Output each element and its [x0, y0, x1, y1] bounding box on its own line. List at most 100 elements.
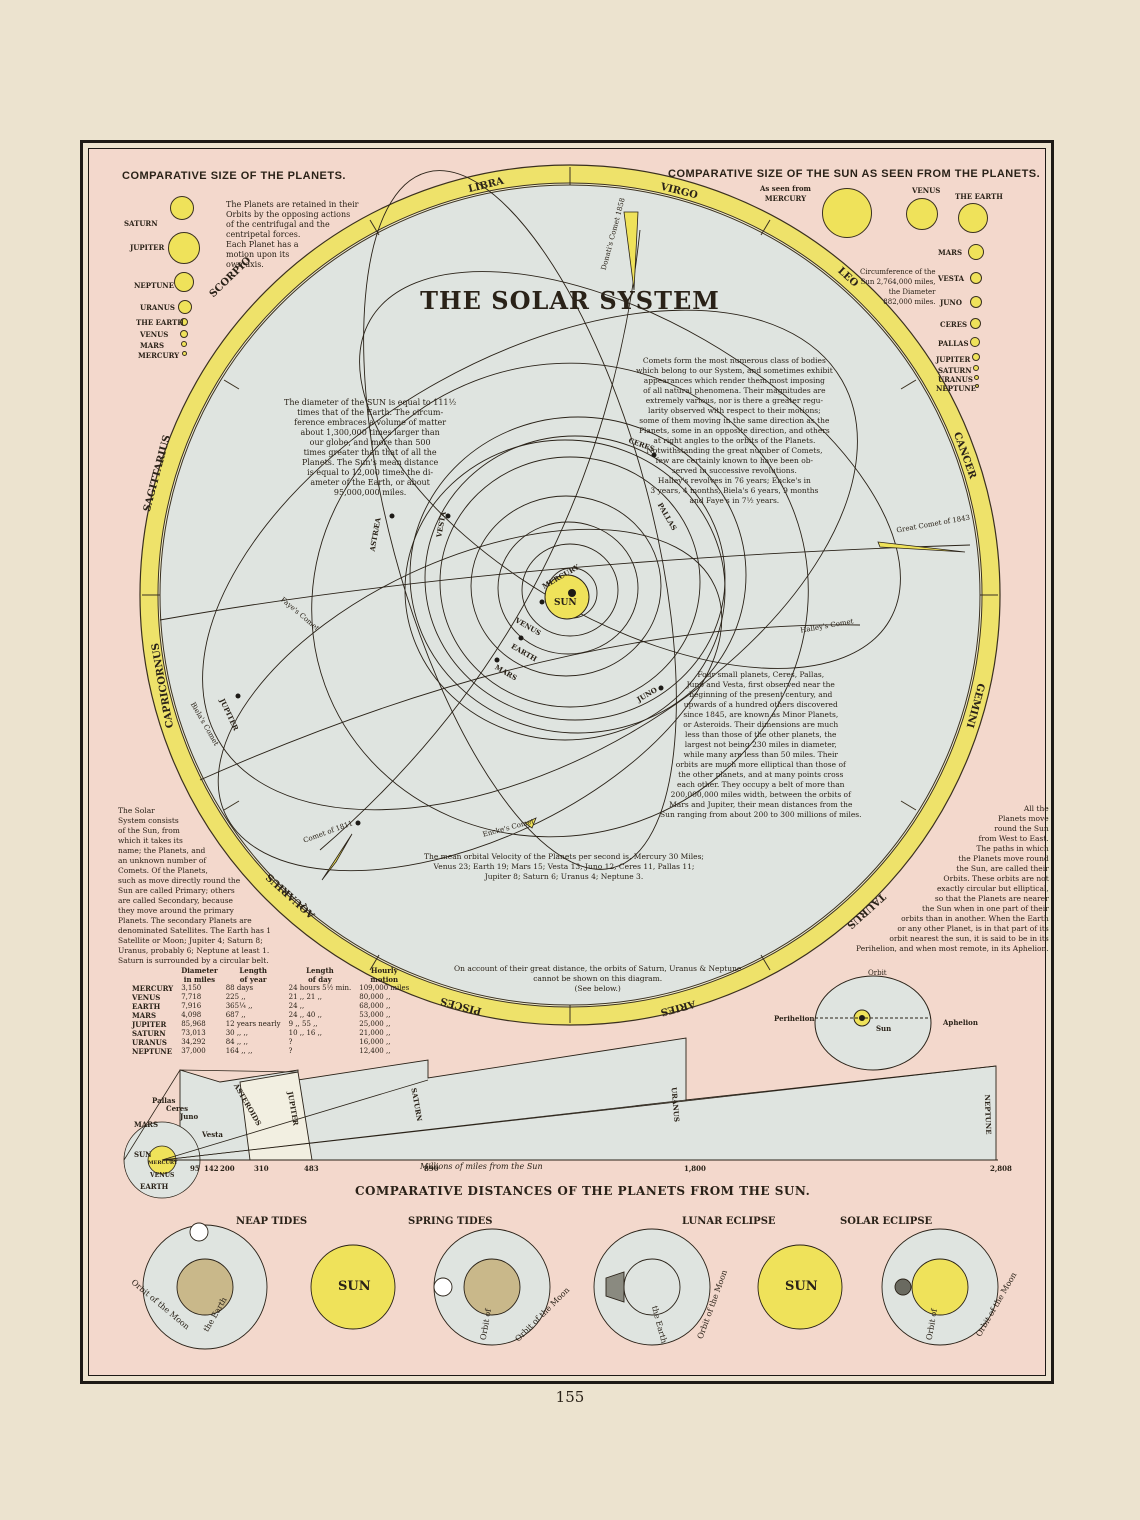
table-cell: 73,013	[181, 1029, 206, 1037]
hub-label: VENUS	[150, 1172, 175, 1179]
table-header: Diameter in miles	[181, 966, 218, 984]
outer-frame	[80, 140, 1054, 1384]
planet-label: VENUS	[140, 330, 169, 339]
table-cell: 85,968	[181, 1020, 206, 1028]
distance-tick: 310	[254, 1164, 269, 1173]
sun-from-mars	[968, 244, 984, 260]
table-cell: 80,000 ,,	[359, 993, 391, 1001]
sun-label: SUN	[554, 598, 577, 608]
table-cell: 21,000 ,,	[359, 1029, 391, 1037]
mercury-circle	[182, 351, 187, 356]
sun-from-jupiter	[972, 353, 980, 361]
table-cell: 7,718	[181, 993, 202, 1001]
view-label: SATURN	[938, 366, 972, 375]
sun-from-venus	[906, 198, 938, 230]
table-cell: 4,098	[181, 1011, 202, 1019]
planets-move-note: All the Planets move round the Sun from …	[856, 804, 1049, 953]
table-cell: 30 ,, ,,	[225, 1029, 248, 1037]
planet-label: URANUS	[140, 303, 175, 312]
sun-from-saturn	[973, 365, 979, 371]
band-label: Ceres	[166, 1104, 189, 1113]
planet-label: THE EARTH	[136, 318, 184, 327]
table-cell: 365¼ ,,	[225, 1002, 253, 1010]
neap-tides-label: NEAP TIDES	[236, 1216, 308, 1227]
table-cell: 24 ,, 40 ,,	[288, 1011, 323, 1019]
venus-view-label: VENUS	[912, 186, 941, 195]
table-cell: 3,150	[181, 984, 202, 992]
planet-label: MARS	[140, 341, 165, 350]
sun-from-mercury	[822, 188, 872, 238]
table-cell: 24 hours 5½ min.	[288, 984, 352, 992]
table-cell: SATURN	[132, 1029, 166, 1038]
band-label: Juno	[180, 1112, 199, 1121]
distance-axis-label: Millions of miles from the Sun	[420, 1162, 543, 1171]
view-label: CERES	[940, 320, 968, 329]
planet-label: SATURN	[124, 219, 158, 228]
table-cell: JUPITER	[132, 1020, 167, 1029]
table-header: Length of day	[306, 966, 334, 984]
table-cell: VENUS	[132, 993, 161, 1002]
table-cell: 687 ,,	[225, 1011, 246, 1019]
table-cell: 164 ,, ,,	[225, 1047, 253, 1055]
table-cell: 16,000 ,,	[359, 1038, 391, 1046]
table-cell: 88 days	[225, 984, 254, 992]
page-number: 155	[555, 1388, 585, 1406]
distance-tick: 1,800	[684, 1164, 706, 1173]
view-label: PALLAS	[938, 339, 969, 348]
solar-eclipse-label: SOLAR ECLIPSE	[840, 1216, 933, 1227]
table-cell: 21 ,, 21 ,,	[288, 993, 323, 1001]
table-cell: 25,000 ,,	[359, 1020, 391, 1028]
table-cell: 12 years nearly	[225, 1020, 281, 1028]
sun-from-uranus	[974, 375, 979, 380]
perihelion-label: Perihelion	[774, 1014, 815, 1023]
circumference-note: Circumference of the Sun 2,764,000 miles…	[860, 268, 936, 306]
table-row: MERCURY 3,150 88 days 24 hours 5½ min. 109,0…	[128, 984, 413, 993]
planet-data-table: Diameter in miles Length of year Length …	[128, 966, 413, 1056]
saturn-circle	[170, 196, 194, 220]
table-header: Hourly motion	[370, 966, 399, 984]
table-cell: NEPTUNE	[132, 1047, 173, 1056]
earth-view-label: THE EARTH	[955, 192, 1003, 201]
sun-from-neptune	[975, 384, 979, 388]
table-cell: MERCURY	[132, 984, 174, 993]
view-label: VESTA	[938, 274, 965, 283]
heading-comparative-sun: COMPARATIVE SIZE OF THE SUN AS SEEN FROM…	[668, 168, 1041, 180]
sun-from-juno	[970, 296, 982, 308]
outer-planets-note: On account of their great distance, the …	[454, 964, 742, 993]
view-label: NEPTUNE	[936, 384, 977, 393]
venus-circle	[180, 330, 188, 338]
planet-label: NEPTUNE	[134, 281, 175, 290]
distance-tick: 142	[204, 1164, 219, 1173]
table-cell: EARTH	[132, 1002, 161, 1011]
jupiter-circle	[168, 232, 200, 264]
asteroids-note: Four small planets, Ceres, Pallas, Juno …	[660, 670, 862, 819]
table-cell: 10 ,, 16 ,,	[288, 1029, 323, 1037]
lunar-eclipse-label: LUNAR ECLIPSE	[682, 1216, 776, 1227]
orbit-note: The Planets are retained in their Orbits…	[226, 200, 359, 269]
table-cell: 109,000 miles	[359, 984, 410, 992]
neptune-circle	[174, 272, 194, 292]
table-cell: 68,000 ,,	[359, 1002, 391, 1010]
table-cell: 37,000	[181, 1047, 206, 1055]
sun-from-pallas	[970, 337, 980, 347]
sun-diameter-note: The diameter of the SUN is equal to 111½…	[284, 398, 457, 497]
view-label: URANUS	[938, 375, 973, 384]
table-cell: 7,916	[181, 1002, 202, 1010]
spring-tides-label: SPRING TIDES	[408, 1216, 493, 1227]
earth-circle	[180, 318, 188, 326]
table-header	[128, 966, 177, 984]
band-label: NEPTUNE	[982, 1094, 994, 1135]
table-cell: 84 ,, ,,	[225, 1038, 248, 1046]
table-cell: 9 ,, 55 ,,	[288, 1020, 318, 1028]
mars-circle	[181, 341, 187, 347]
table-header: Length of year	[239, 966, 268, 984]
table-cell: ?	[288, 1038, 293, 1046]
solar-system-note: The Solar System consists of the Sun, fr…	[118, 806, 272, 965]
sun-from-earth	[958, 203, 988, 233]
table-cell: MARS	[132, 1011, 157, 1020]
distance-tick: 483	[304, 1164, 319, 1173]
comets-note: Comets form the most numerous class of b…	[636, 356, 833, 505]
heading-comparative-planets: COMPARATIVE SIZE OF THE PLANETS.	[122, 170, 346, 182]
